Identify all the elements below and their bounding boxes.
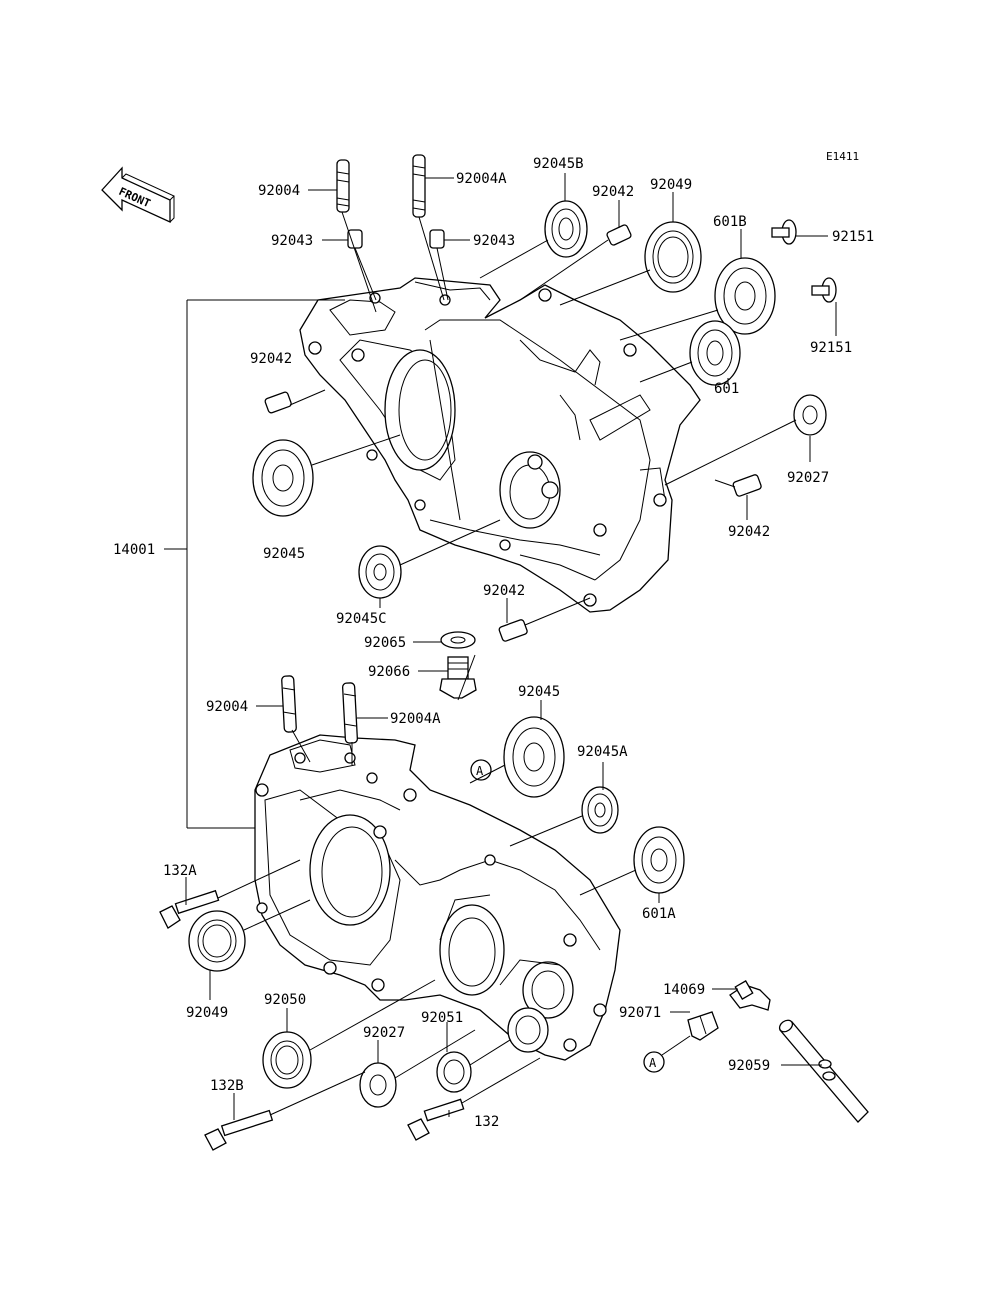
bolt-132	[407, 1098, 465, 1141]
bolt-132A	[159, 889, 220, 929]
label-92045C: 92045C	[336, 611, 387, 627]
label-92042-right: 92042	[728, 524, 770, 540]
leader-lines	[164, 173, 837, 1120]
pin-92042-left	[264, 391, 292, 414]
label-92050: 92050	[264, 992, 306, 1008]
screw-92151-a	[771, 219, 797, 245]
washer-92027-lower	[359, 1062, 397, 1108]
svg-text:A: A	[649, 1056, 657, 1070]
label-92027-low: 92027	[363, 1025, 405, 1041]
oil-seal-92049-lower	[188, 910, 246, 972]
bearing-92045A	[581, 786, 619, 834]
oil-seal-92050	[262, 1031, 312, 1089]
label-92045-top: 92045	[263, 546, 305, 562]
bearing-601	[689, 320, 741, 386]
label-92043-right: 92043	[473, 233, 515, 249]
label-601B: 601B	[713, 214, 747, 230]
label-92059: 92059	[728, 1058, 770, 1074]
label-92045-low: 92045	[518, 684, 560, 700]
stud-bolt-92004A-upper	[412, 154, 426, 218]
dowel-pin-92043-left	[347, 229, 363, 249]
pin-92042-top	[606, 224, 632, 246]
front-arrow-icon: FRONT	[101, 166, 175, 224]
bolt-132B	[204, 1109, 274, 1151]
ref-marker-a-lower: A	[643, 1051, 665, 1073]
label-92004-low: 92004	[206, 699, 248, 715]
bearing-92045C	[358, 545, 402, 599]
label-14001: 14001	[113, 542, 155, 558]
label-14069: 14069	[663, 982, 705, 998]
label-92051: 92051	[421, 1010, 463, 1026]
bearing-601B	[714, 257, 776, 335]
lower-crankcase-half	[254, 734, 621, 1061]
screw-92151-b	[811, 277, 837, 303]
oil-seal-92051	[436, 1051, 472, 1093]
label-132: 132	[474, 1114, 499, 1130]
washer-92065	[440, 631, 476, 649]
bearing-601A	[633, 826, 685, 894]
stud-bolt-92004A-lower	[341, 682, 359, 744]
label-92027-top: 92027	[787, 470, 829, 486]
dowel-pin-92043-right	[429, 229, 445, 249]
clamp-92071	[687, 1011, 719, 1041]
label-132A: 132A	[163, 863, 197, 879]
label-92004A-top: 92004A	[456, 171, 507, 187]
label-92004A-low: 92004A	[390, 711, 441, 727]
label-92151-a: 92151	[832, 229, 874, 245]
label-601: 601	[714, 381, 739, 397]
elbow-fitting-14069	[729, 980, 771, 1011]
label-92071: 92071	[619, 1005, 661, 1021]
label-92151-b: 92151	[810, 340, 852, 356]
pin-92042-mid	[498, 619, 528, 642]
svg-text:A: A	[476, 764, 484, 778]
washer-92027-top	[793, 394, 827, 436]
pin-92042-right	[732, 474, 762, 497]
hose-92059	[778, 1019, 869, 1123]
label-92042-mid: 92042	[483, 583, 525, 599]
label-92045B: 92045B	[533, 156, 584, 172]
label-92042-left: 92042	[250, 351, 292, 367]
label-92043-left: 92043	[271, 233, 313, 249]
drain-plug-92066	[439, 656, 477, 699]
label-92049-low: 92049	[186, 1005, 228, 1021]
label-92066: 92066	[368, 664, 410, 680]
part-labels: 14001 92004 92004A 92045B 92042 92049 60…	[113, 156, 874, 1130]
bearing-92045-lower	[503, 716, 565, 798]
stud-bolt-92004-lower	[281, 675, 297, 733]
diagram-code: E1411	[826, 150, 859, 163]
stud-bolt-92004-upper	[336, 159, 350, 213]
label-92065: 92065	[364, 635, 406, 651]
oil-seal-92049-top	[644, 221, 702, 293]
bearing-92045B	[544, 200, 588, 258]
label-132B: 132B	[210, 1078, 244, 1094]
label-92042-top: 92042	[592, 184, 634, 200]
label-601A: 601A	[642, 906, 676, 922]
upper-crankcase-half	[299, 277, 701, 613]
label-92004-top: 92004	[258, 183, 300, 199]
label-92049-top: 92049	[650, 177, 692, 193]
bearing-92045-top	[252, 439, 314, 517]
label-92045A: 92045A	[577, 744, 628, 760]
